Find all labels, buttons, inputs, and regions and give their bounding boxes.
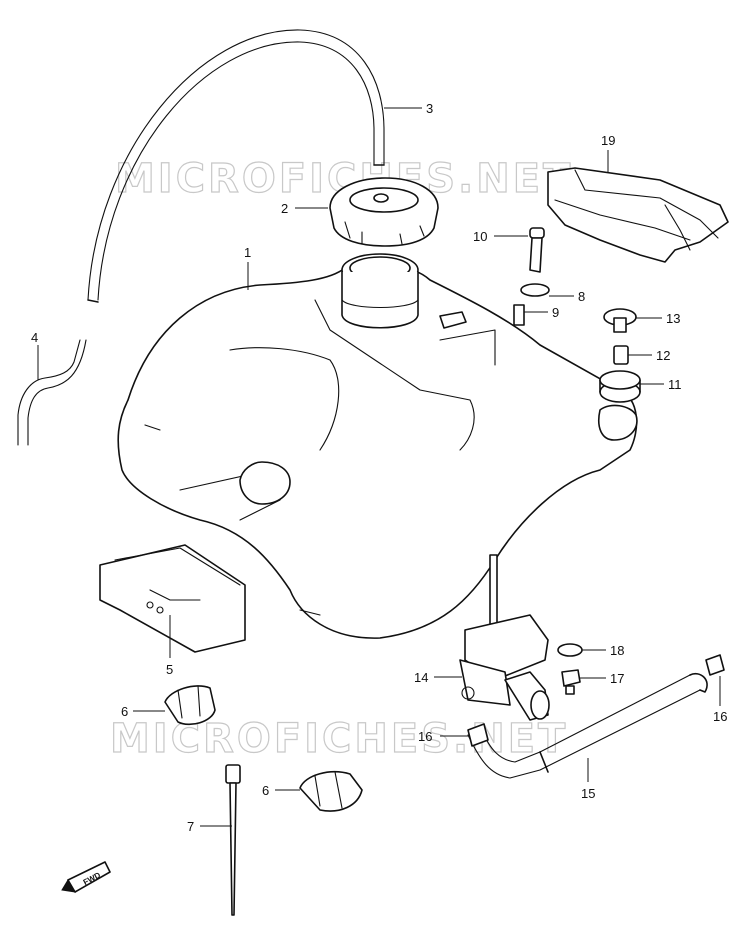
callout-6a: 6: [121, 704, 165, 719]
hose-clip-left: [467, 723, 489, 747]
callout-3: 3: [384, 101, 433, 116]
callout-19: 19: [601, 133, 615, 172]
cock-washer: [557, 643, 583, 657]
callout-label: 17: [610, 671, 624, 686]
callout-label: 1: [244, 245, 251, 260]
grommet: [599, 370, 641, 403]
callout-label: 3: [426, 101, 433, 116]
callout-10: 10: [473, 229, 528, 244]
callout-9: 9: [524, 305, 559, 320]
callout-label: 2: [281, 201, 288, 216]
bolt: [529, 227, 545, 273]
fuel-cap: [329, 177, 439, 247]
collar: [513, 304, 525, 326]
fwd-arrow: FWD: [61, 861, 111, 893]
breather-hose: [87, 29, 385, 303]
callout-label: 11: [668, 377, 682, 392]
callout-label: 16: [418, 729, 432, 744]
callout-8: 8: [549, 289, 585, 304]
callout-label: 10: [473, 229, 487, 244]
callout-label: 6: [262, 783, 269, 798]
callout-label: 16: [713, 709, 727, 724]
callout-2: 2: [281, 201, 328, 216]
callout-label: 6: [121, 704, 128, 719]
callout-4: 4: [31, 330, 39, 380]
callout-17: 17: [580, 671, 624, 686]
clamp-bottom: [299, 771, 363, 812]
callout-label: 13: [666, 311, 680, 326]
cover: [547, 167, 729, 263]
callout-16a: 16: [713, 676, 727, 724]
cock-bolt: [561, 669, 581, 695]
fuel-tank: [117, 253, 638, 639]
tie-band: [225, 764, 241, 916]
callout-13: 13: [636, 311, 680, 326]
callout-label: 9: [552, 305, 559, 320]
callout-12: 12: [628, 348, 670, 363]
mount-collar: [613, 345, 629, 365]
washer: [520, 283, 550, 297]
callout-18: 18: [582, 643, 624, 658]
hose-clip-right: [705, 654, 725, 676]
callout-label: 18: [610, 643, 624, 658]
mount-bolt: [603, 308, 637, 333]
fuel-cock: [459, 554, 550, 721]
callout-label: 14: [414, 670, 428, 685]
callout-label: 19: [601, 133, 615, 148]
callout-label: 15: [581, 786, 595, 801]
callout-label: 8: [578, 289, 585, 304]
callout-5: 5: [166, 615, 173, 677]
callout-11: 11: [640, 377, 682, 392]
callout-label: 7: [187, 819, 194, 834]
callout-label: 12: [656, 348, 670, 363]
callout-label: 5: [166, 662, 173, 677]
callout-7: 7: [187, 819, 232, 834]
callout-6b: 6: [262, 783, 300, 798]
clamp-top: [164, 685, 216, 726]
callout-14: 14: [414, 670, 462, 685]
holder: [99, 544, 246, 653]
small-hose: [17, 339, 87, 446]
callout-label: 4: [31, 330, 38, 345]
callout-1: 1: [244, 245, 251, 290]
callout-16b: 16: [418, 729, 468, 744]
callout-15: 15: [581, 758, 595, 801]
